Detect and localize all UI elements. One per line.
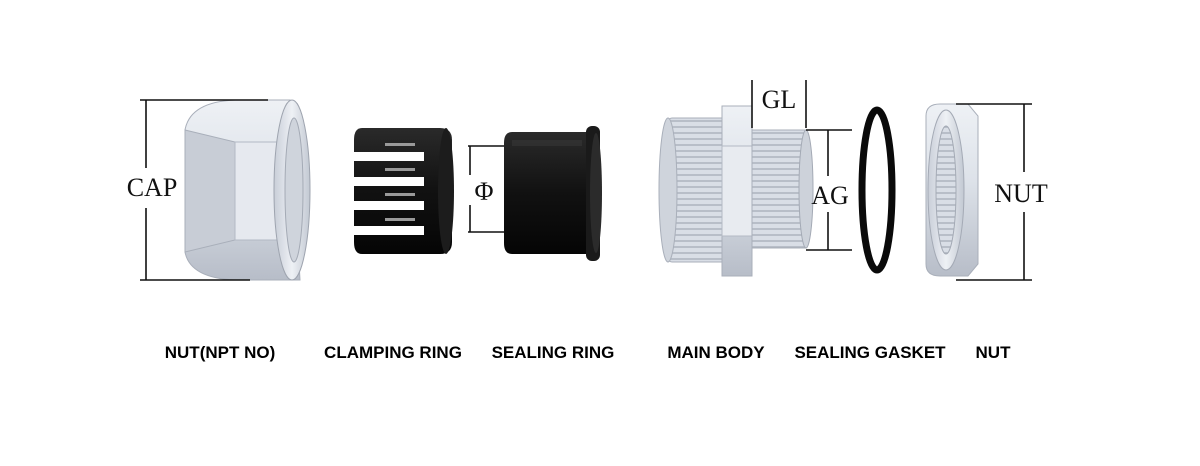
caption-main-body: MAIN BODY [667, 343, 765, 362]
caption-sealing-ring: SEALING RING [492, 343, 615, 362]
cap-dimension-label: CAP [127, 173, 178, 202]
caption-clamping-ring: CLAMPING RING [324, 343, 462, 362]
phi-dimension-label: Φ [474, 177, 493, 206]
ag-dimension-label: AG [811, 181, 849, 210]
cap-nut-part [184, 99, 311, 281]
part-captions: NUT(NPT NO) CLAMPING RING SEALING RING M… [165, 343, 1011, 362]
nut-part [925, 103, 979, 277]
ag-dimension: AG [806, 129, 852, 251]
nut-dimension-label: NUT [994, 179, 1048, 208]
clamping-ring-part [354, 128, 454, 254]
gl-dimension: GL [751, 80, 807, 128]
phi-dimension: Φ [468, 145, 510, 233]
caption-cap-nut: NUT(NPT NO) [165, 343, 275, 362]
caption-nut: NUT [976, 343, 1012, 362]
nut-dimension: NUT [956, 103, 1048, 281]
sealing-gasket-part [858, 106, 896, 274]
main-body-part [658, 105, 814, 277]
caption-sealing-gasket: SEALING GASKET [794, 343, 946, 362]
gl-dimension-label: GL [762, 85, 797, 114]
sealing-ring-part [504, 126, 602, 261]
cap-dimension: CAP [127, 99, 268, 281]
